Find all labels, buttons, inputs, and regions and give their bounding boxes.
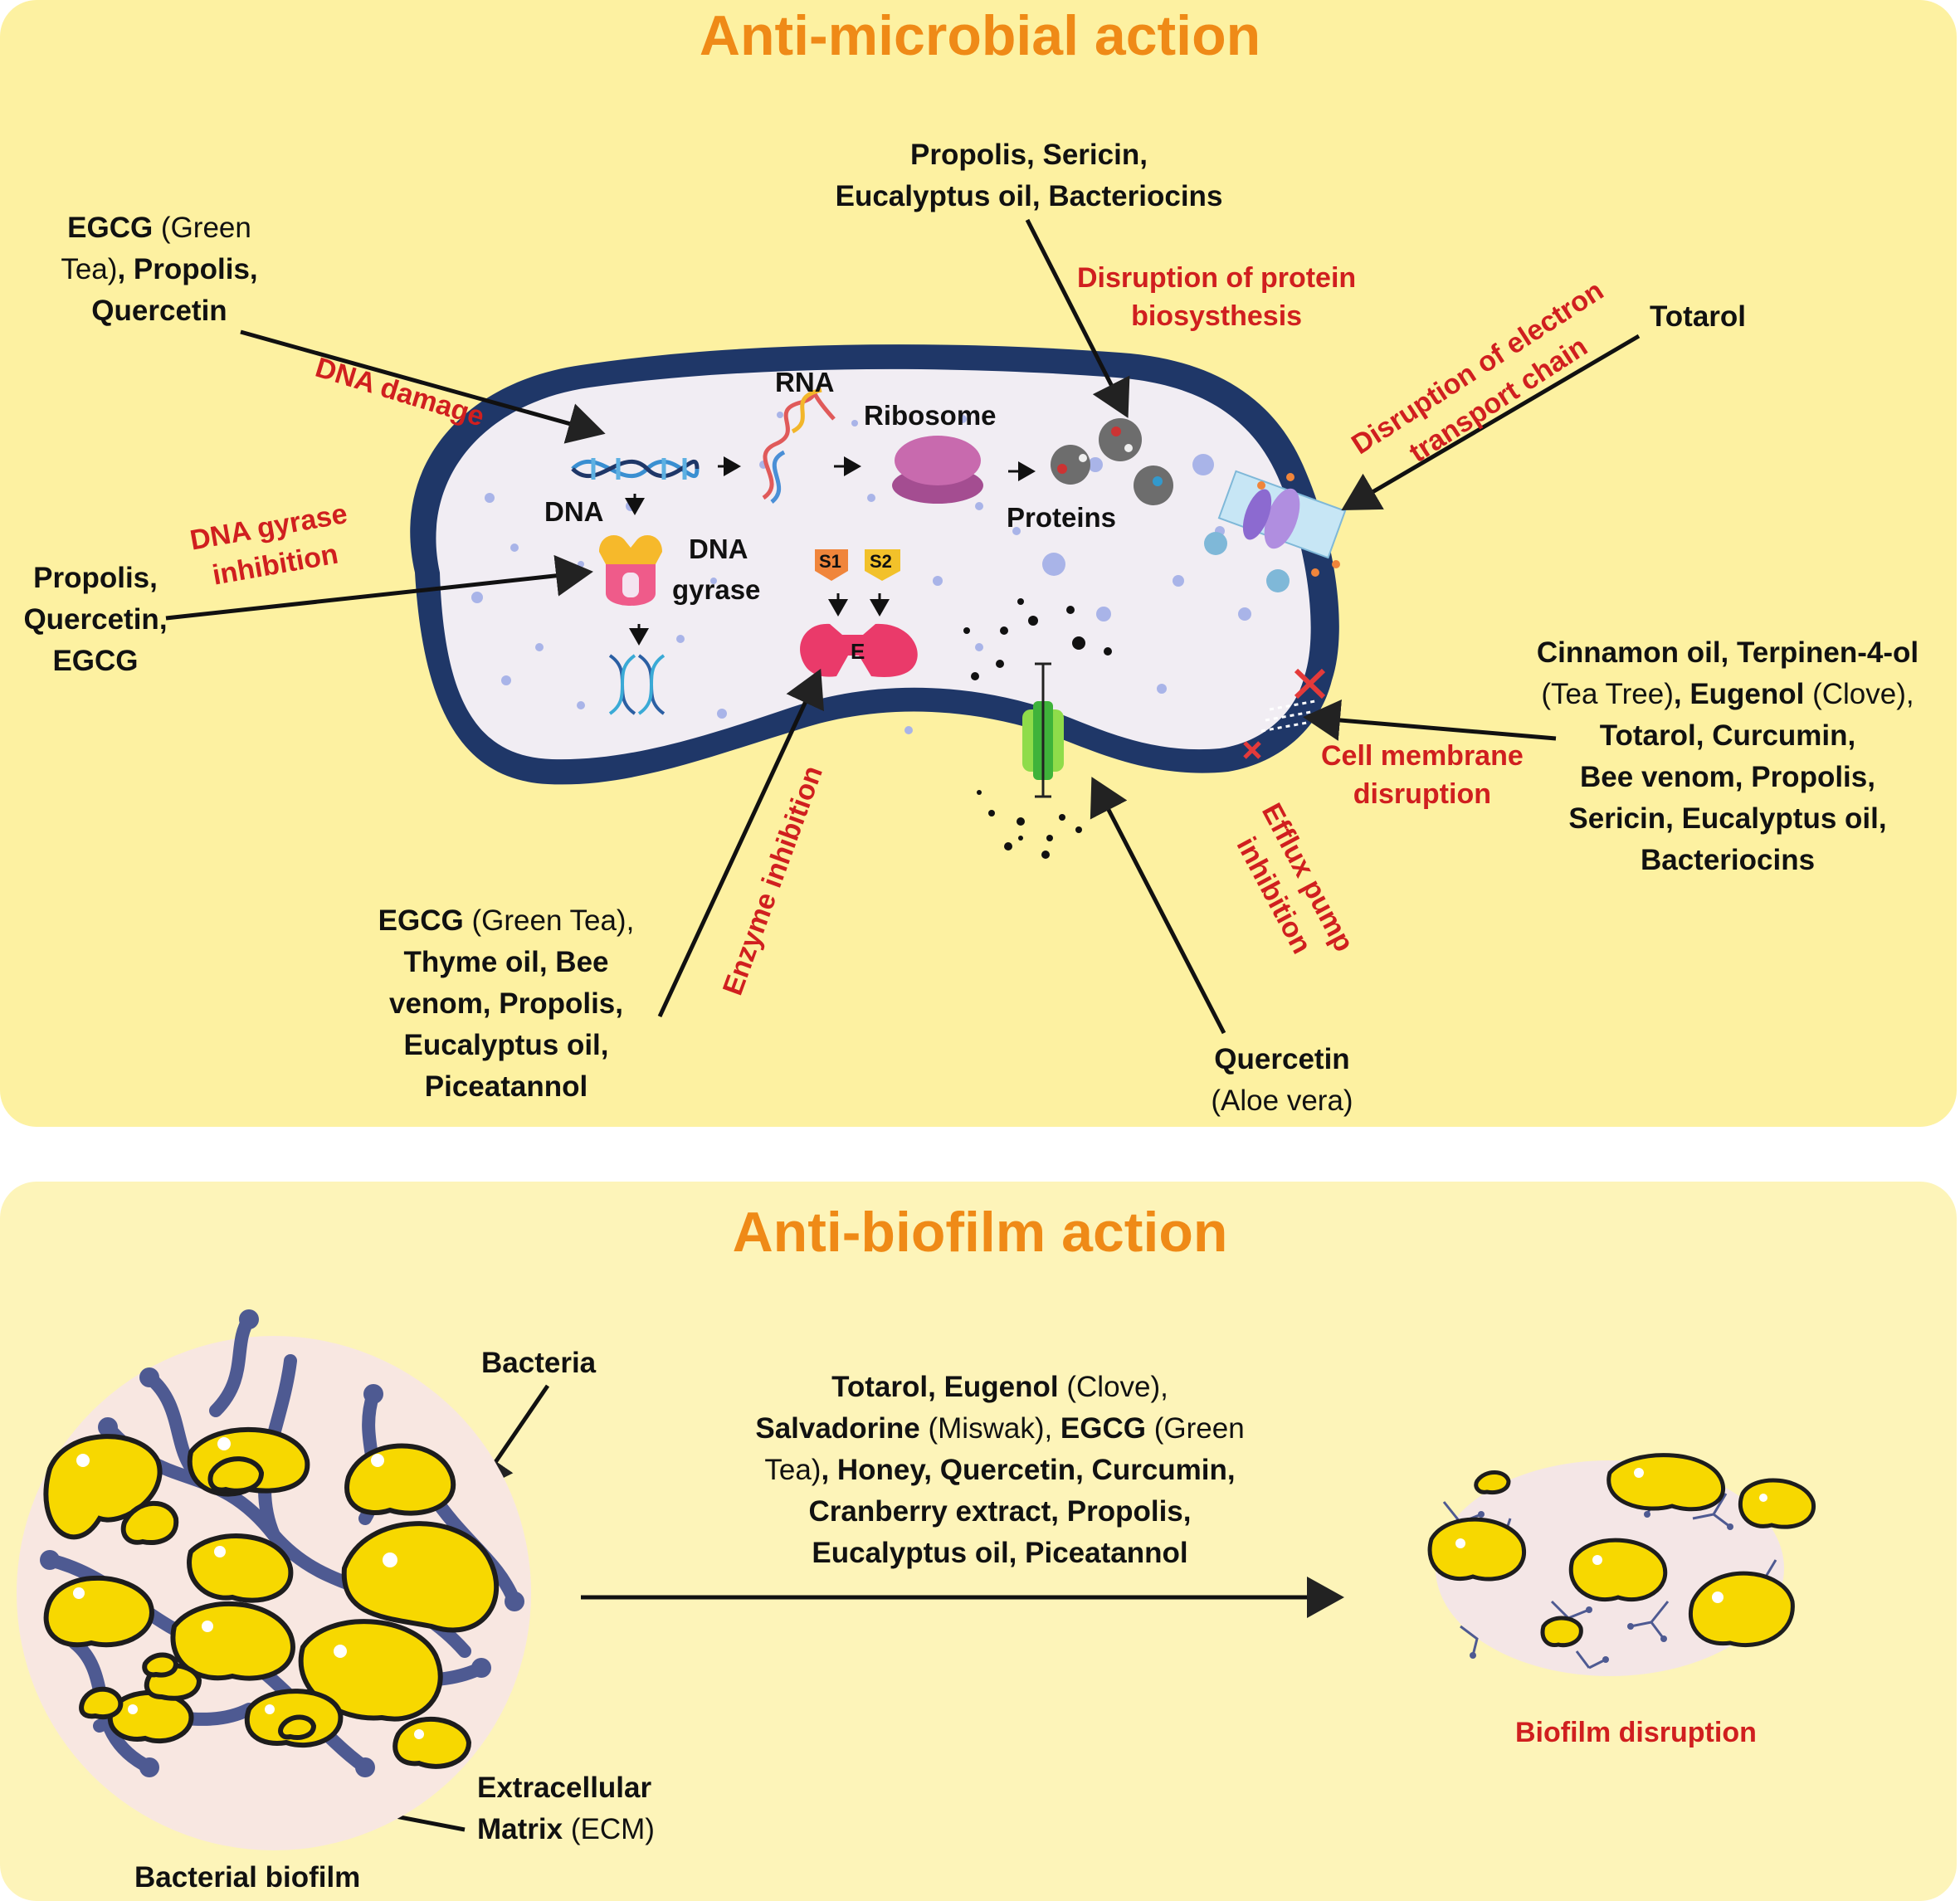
substrate-s1-icon: [815, 549, 848, 581]
dna-damage-compounds: EGCG (Green Tea), Propolis, Quercetin: [61, 212, 258, 327]
membrane-disruption-label: Cell membrane disruption: [1321, 740, 1524, 810]
process-arrows: [625, 456, 1036, 646]
ecm-label: Extracellular Matrix (ECM): [477, 1772, 655, 1845]
s2-label: S2: [870, 551, 892, 572]
efflux-particles: [963, 598, 1112, 859]
dna-icon: [571, 458, 700, 480]
membrane-compounds: Cinnamon oil, Terpinen-4-ol (Tea Tree), …: [1536, 636, 1919, 876]
replicated-dna-icon: [608, 654, 666, 715]
dna-gyrase-icon: [599, 535, 662, 606]
mechanism-arrows: [165, 218, 1641, 1832]
dna-gyrase-label-line1: DNA: [689, 534, 748, 564]
antibiofilm-title: Anti-biofilm action: [732, 1201, 1228, 1264]
membrane-damage-icon: [1243, 668, 1326, 759]
dna-damage-arrow: [240, 329, 606, 444]
proteins-label: Proteins: [1007, 502, 1117, 533]
electron-transport-icon: [1204, 470, 1347, 592]
efflux-arrow: [1090, 777, 1226, 1035]
disrupted-biofilm-illustration: [1427, 1453, 1816, 1676]
bacteria-highlights: [73, 1437, 424, 1739]
enzyme-arrow: [657, 668, 824, 1018]
enzyme-label: E: [851, 639, 865, 664]
efflux-compounds: Quercetin (Aloe vera): [1211, 1043, 1353, 1117]
enzyme-compounds: EGCG (Green Tea), Thyme oil, Bee venom, …: [378, 904, 635, 1103]
protein-compounds: Propolis, Sericin, Eucalyptus oil, Bacte…: [835, 139, 1223, 212]
rna-label: RNA: [775, 367, 835, 397]
efflux-pump-icon: [1022, 662, 1064, 798]
bacterial-biofilm-label: Bacterial biofilm: [134, 1861, 361, 1894]
dna-label: DNA: [544, 496, 604, 527]
bacteria-label: Bacteria: [481, 1347, 597, 1379]
etc-compounds: Totarol: [1650, 300, 1747, 333]
membrane-arrow: [1303, 699, 1557, 741]
proteins-icon: [1051, 418, 1173, 505]
electron-transport-arrow: [1341, 334, 1641, 511]
rna-icon: [762, 388, 836, 504]
biofilm-compounds: Totarol, Eugenol (Clove), Salvadorine (M…: [755, 1371, 1245, 1569]
dna-gyrase-arrow: [165, 554, 593, 621]
biofilm-disruption-label: Biofilm disruption: [1515, 1717, 1757, 1748]
s1-label: S1: [819, 551, 841, 572]
dna-gyrase-label-line2: gyrase: [672, 574, 761, 605]
ribosome-icon: [892, 436, 983, 504]
dna-gyrase-compounds: Propolis, Quercetin, EGCG: [23, 562, 168, 677]
bacterial-biofilm-illustration: [17, 1309, 531, 1850]
enzyme-icon: [800, 623, 918, 677]
protein-biosynthesis-label: Disruption of protein biosysthesis: [1077, 262, 1357, 332]
antimicrobial-title: Anti-microbial action: [699, 4, 1261, 67]
substrate-s2-icon: [865, 549, 900, 581]
protein-biosynthesis-arrow: [1025, 218, 1130, 418]
ribosome-label: Ribosome: [864, 400, 997, 431]
